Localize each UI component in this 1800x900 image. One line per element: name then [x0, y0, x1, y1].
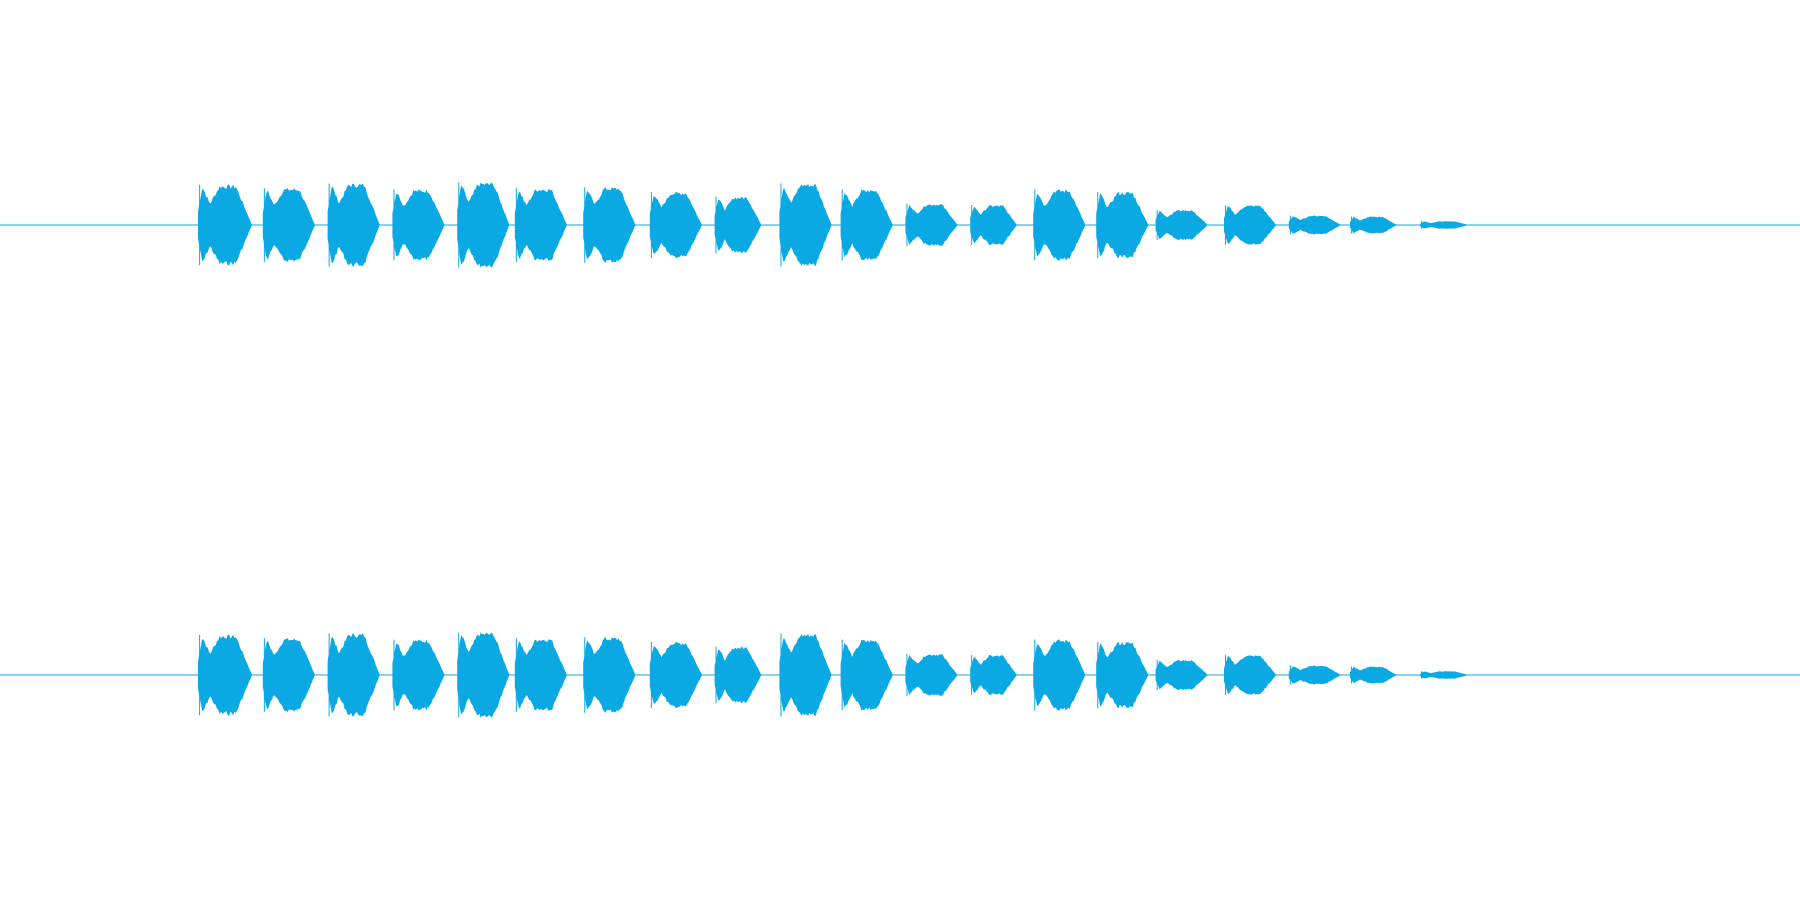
- waveform-burst: [1033, 639, 1086, 711]
- waveform-channel-left[interactable]: [0, 182, 1800, 268]
- waveform-burst: [392, 189, 445, 261]
- waveform-burst: [457, 632, 510, 718]
- waveform-burst: [583, 187, 636, 263]
- waveform-burst: [198, 634, 252, 716]
- waveform-burst: [840, 639, 893, 711]
- waveform-burst: [1096, 641, 1149, 709]
- waveform-burst: [583, 637, 636, 713]
- waveform-burst: [970, 205, 1017, 245]
- waveform-burst: [262, 188, 315, 262]
- waveform-burst: [392, 639, 445, 711]
- waveform-burst: [1288, 215, 1341, 235]
- waveform-burst: [905, 654, 958, 696]
- waveform-burst: [457, 182, 510, 268]
- waveform-burst: [1224, 655, 1277, 695]
- waveform-burst: [262, 638, 315, 712]
- waveform-burst: [840, 189, 893, 261]
- waveform-burst: [1033, 189, 1086, 261]
- waveform-burst: [714, 196, 762, 254]
- waveform-burst: [1350, 666, 1397, 684]
- waveform-burst: [1096, 191, 1149, 259]
- waveform-burst: [514, 638, 567, 712]
- waveform-burst: [779, 633, 832, 717]
- waveform-burst: [198, 184, 252, 266]
- waveform-burst: [905, 204, 958, 246]
- waveform-burst: [1350, 216, 1397, 234]
- waveform-burst: [1155, 209, 1208, 241]
- waveform-burst: [1224, 205, 1277, 245]
- waveform-burst: [327, 183, 380, 267]
- waveform-burst: [714, 646, 762, 704]
- waveform-burst: [514, 188, 567, 262]
- waveform-burst: [970, 655, 1017, 695]
- waveform-burst: [1420, 221, 1469, 229]
- waveform-burst: [1288, 665, 1341, 685]
- waveform-burst: [327, 633, 380, 717]
- waveform-burst: [1420, 671, 1469, 679]
- waveform-burst: [779, 183, 832, 267]
- waveform-channel-right[interactable]: [0, 632, 1800, 718]
- waveform-burst: [649, 191, 702, 259]
- waveform-burst: [1155, 659, 1208, 691]
- waveform-burst: [649, 641, 702, 709]
